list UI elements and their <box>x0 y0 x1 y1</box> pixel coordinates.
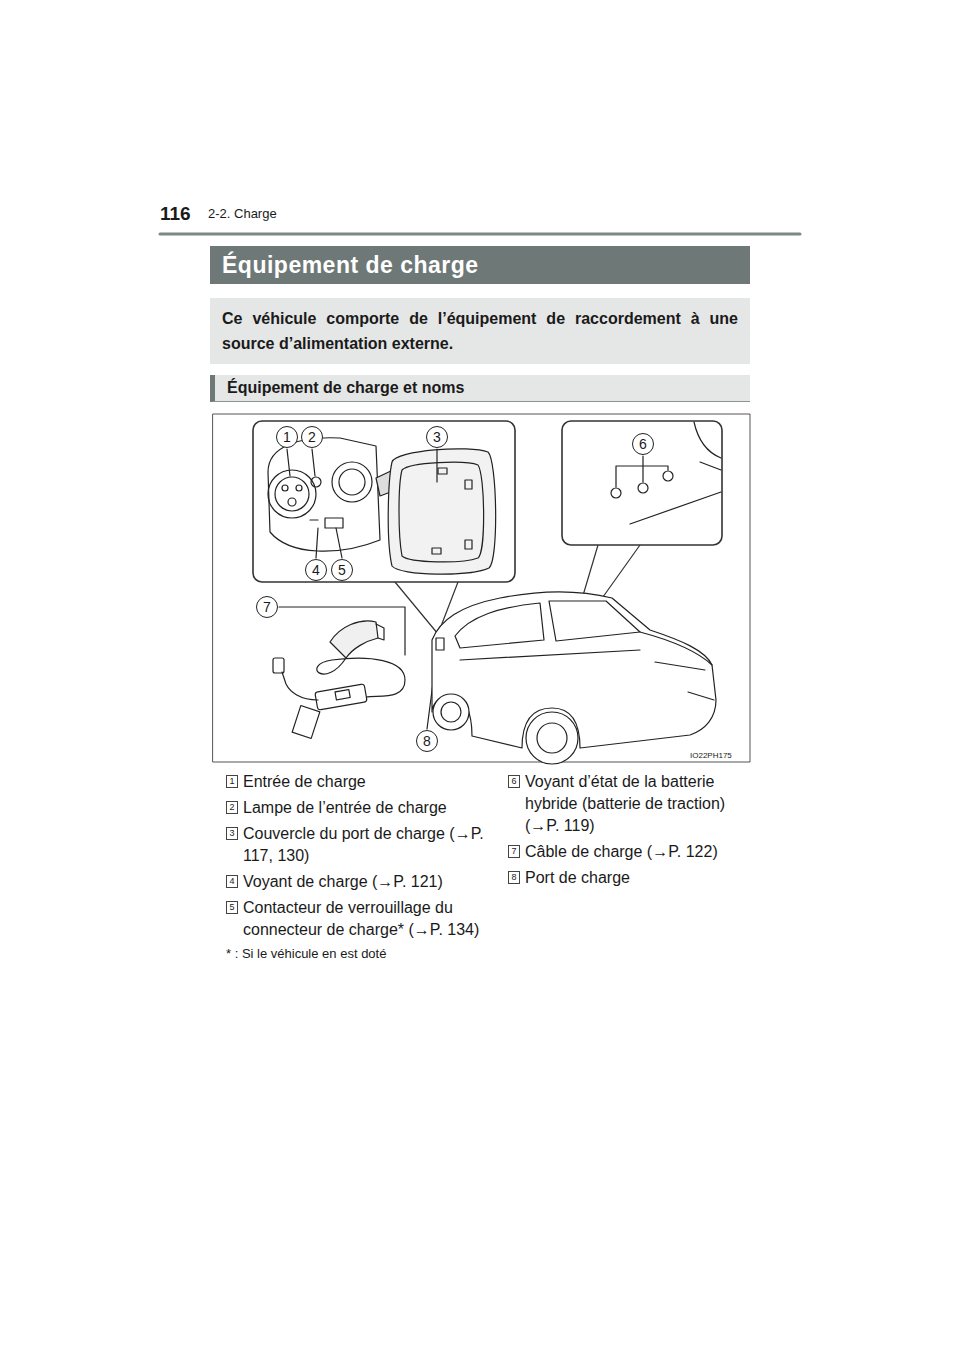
box-text: Équipement de charge et noms <box>227 378 740 398</box>
list-marker: 2 <box>226 801 238 814</box>
marker-number: 7 <box>511 847 516 856</box>
legend-row: 8 Port de charge <box>508 867 753 889</box>
part-name: Couvercle du port de charge (→P. 117, 13… <box>243 823 487 867</box>
callout-text: 6 <box>639 437 647 451</box>
callout-text: 7 <box>263 600 271 614</box>
list-marker: 5 <box>226 901 238 914</box>
callout-text: 2 <box>308 430 316 444</box>
callout-text: 3 <box>433 430 441 444</box>
list-marker: 7 <box>508 845 520 858</box>
marker-number: 1 <box>229 777 234 786</box>
list-marker: 6 <box>508 775 520 788</box>
part-name: Port de charge <box>525 867 752 889</box>
callout-text: 8 <box>423 734 431 748</box>
section-header: 2-2. Charge <box>208 206 277 221</box>
marker-number: 8 <box>511 873 516 882</box>
figure-code: IO22PH175 <box>690 751 732 760</box>
callout-number: 7 <box>256 596 278 618</box>
list-marker: 8 <box>508 871 520 884</box>
callout-number: 4 <box>305 559 327 581</box>
title-band: Équipement de charge <box>210 246 750 284</box>
legend-row: 1 Entrée de charge <box>226 771 488 793</box>
callout-text: 4 <box>312 563 320 577</box>
legend-row: 7 Câble de charge (→P. 122) <box>508 841 753 863</box>
legend-row: 3 Couvercle du port de charge (→P. 117, 1… <box>226 823 488 867</box>
part-name: Contacteur de verrouillage du connecteur… <box>243 897 487 941</box>
page-title: Équipement de charge <box>222 252 479 279</box>
marker-number: 4 <box>229 877 234 886</box>
part-name: Entrée de charge <box>243 771 487 793</box>
callout-number: 8 <box>416 730 438 752</box>
legend-row: 4 Voyant de charge (→P. 121) <box>226 871 488 893</box>
part-name: Voyant d’état de la batterie hybride (ba… <box>525 771 752 837</box>
section-heading: Équipement de charge et noms <box>210 375 750 402</box>
callout-number: 2 <box>301 426 323 448</box>
marker-number: 3 <box>229 829 234 838</box>
part-name: Câble de charge (→P. 122) <box>525 841 752 863</box>
list-marker: 4 <box>226 875 238 888</box>
marker-number: 6 <box>511 777 516 786</box>
footnote: * : Si le véhicule en est doté <box>226 945 488 963</box>
legend-row: 2 Lampe de l’entrée de charge <box>226 797 488 819</box>
intro-panel: Ce véhicule comporte de l’équipement de … <box>210 298 750 364</box>
legend-list: 6 Voyant d’état de la batterie hybride (b… <box>508 771 753 893</box>
callout-text: 5 <box>338 563 346 577</box>
list-marker: 1 <box>226 775 238 788</box>
callout-number: 1 <box>276 426 298 448</box>
legend-row: 6 Voyant d’état de la batterie hybride (b… <box>508 771 753 837</box>
callout-number: 5 <box>331 559 353 581</box>
marker-number: 5 <box>229 903 234 912</box>
list-marker: 3 <box>226 827 238 840</box>
callout-text: 1 <box>283 430 291 444</box>
part-name: Voyant de charge (→P. 121) <box>243 871 487 893</box>
callout-number: 6 <box>632 433 654 455</box>
callout-number: 3 <box>426 426 448 448</box>
legend-row: 5 Contacteur de verrouillage du connecteu… <box>226 897 488 941</box>
box-text: Ce véhicule comporte de l’équipement de … <box>222 306 738 356</box>
part-name: Lampe de l’entrée de charge <box>243 797 487 819</box>
page-number: 116 <box>160 203 191 225</box>
marker-number: 2 <box>229 803 234 812</box>
legend-list: 1 Entrée de charge 2 Lampe de l’entrée de c… <box>226 771 488 963</box>
